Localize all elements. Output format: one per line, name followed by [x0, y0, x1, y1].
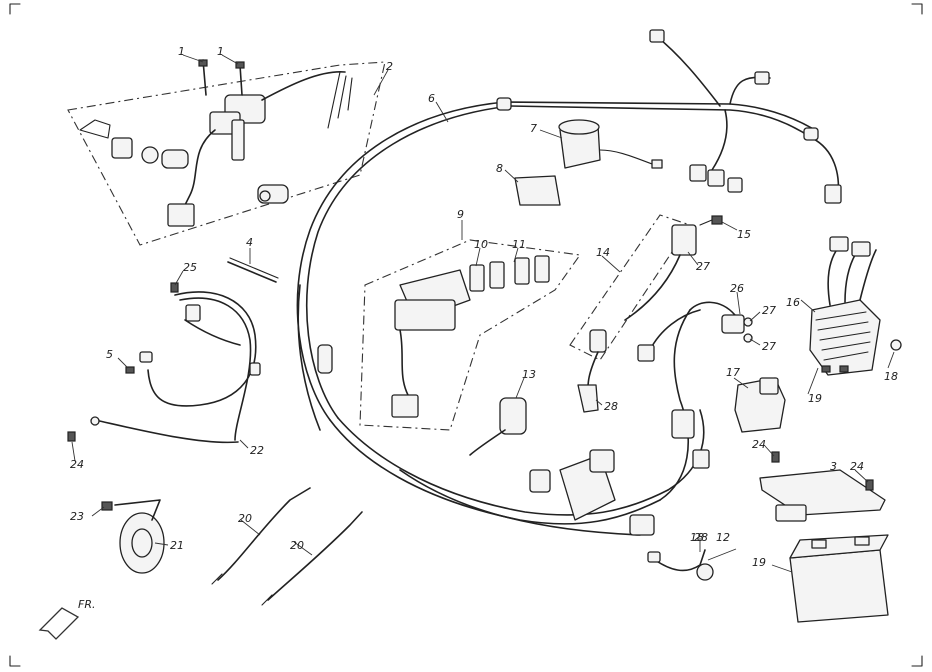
label-7: 7: [530, 122, 537, 135]
label-16: 16: [786, 296, 800, 309]
label-20b: 20: [290, 539, 304, 552]
sub-harness-22: [67, 282, 261, 444]
sensor-26: [637, 301, 753, 362]
label-28a: 28: [604, 400, 618, 413]
part-13: [469, 397, 527, 456]
label-13: 13: [522, 368, 536, 381]
label-1a: 1: [178, 45, 185, 58]
label-8: 8: [496, 162, 503, 175]
label-27c: 27: [762, 340, 776, 353]
label-19: 19: [808, 392, 822, 405]
label-18b: 18: [690, 531, 704, 544]
battery-19: [789, 534, 889, 623]
wires-20: [211, 487, 363, 606]
label-3: 3: [830, 460, 837, 473]
label-27b: 27: [762, 304, 776, 317]
corner-marks: [9, 3, 923, 667]
callout-labels: 1 1 2 4 5 6 7 8 9 10 11 12 13 14 15 16 1…: [70, 45, 898, 569]
bracket-3: [759, 451, 886, 522]
label-26: 26: [730, 282, 744, 295]
sensor-12: [647, 549, 714, 581]
label-19b: 19: [752, 556, 766, 569]
fuse-box-group: [359, 239, 581, 431]
label-5: 5: [106, 348, 113, 361]
label-12: 12: [716, 531, 730, 544]
label-18: 18: [884, 370, 898, 383]
label-24a: 24: [70, 458, 84, 471]
label-6: 6: [428, 92, 435, 105]
label-24b: 24: [752, 438, 766, 451]
label-24c: 24: [850, 460, 864, 473]
horn-21: [101, 499, 165, 574]
label-25: 25: [183, 261, 197, 274]
label-17: 17: [726, 366, 740, 379]
label-11: 11: [512, 238, 526, 251]
label-21: 21: [170, 539, 184, 552]
part-7-8: [514, 119, 663, 206]
label-4: 4: [246, 236, 253, 249]
label-9: 9: [457, 208, 464, 221]
regulator-16: [809, 236, 902, 376]
main-harness: [296, 29, 842, 536]
label-27a: 27: [696, 260, 710, 273]
label-22: 22: [250, 444, 264, 457]
label-23: 23: [70, 510, 84, 523]
front-arrow: FR.: [38, 598, 95, 640]
front-marker-text: FR.: [78, 598, 95, 611]
label-2: 2: [386, 60, 393, 73]
ignition-coil-group: [569, 214, 723, 413]
label-28b: 28: [694, 531, 708, 544]
ignition-switch-group: [67, 59, 386, 246]
label-1b: 1: [217, 45, 224, 58]
label-20a: 20: [238, 512, 252, 525]
label-14: 14: [596, 246, 610, 259]
relay-17: [734, 377, 786, 433]
leader-lines: [71, 54, 895, 573]
label-15: 15: [737, 228, 751, 241]
label-10: 10: [474, 238, 488, 251]
strap-4: [227, 261, 277, 283]
